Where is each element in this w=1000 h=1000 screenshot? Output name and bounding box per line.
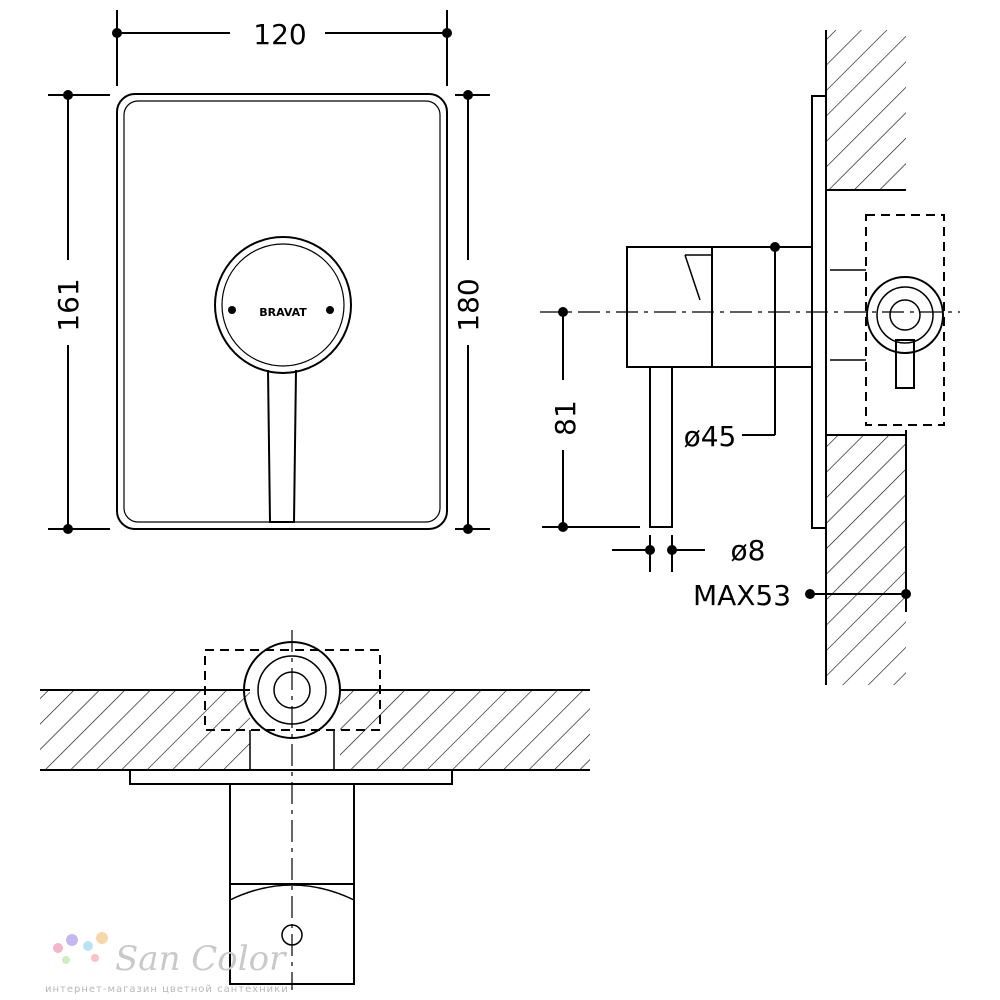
front-view [116,93,448,530]
brand-label: BRAVAT [259,306,307,319]
handle-disc-outer [214,236,352,374]
dimension-max-depth-label: MAX53 [693,579,791,612]
dimension-handle-offset-label: 81 [549,400,582,436]
watermark-tagline: интернет-магазин цветной сантехники [45,984,289,995]
top-valve-hidden [204,649,381,731]
valve-body-hidden [865,214,945,426]
dimension-total-height [455,90,490,534]
valve-connector-outer [866,276,944,354]
screw-right [326,306,334,314]
screw-left [228,306,236,314]
handle-disc-inner [221,243,345,367]
side-body [711,246,813,368]
side-handle [626,246,713,368]
dimension-plate-height-label: 161 [52,278,85,331]
dimension-plate-height [48,90,110,534]
watermark-logo: San Color [115,939,287,979]
top-plate [129,769,453,785]
dimension-body-diameter [742,242,780,436]
side-lever [649,366,673,528]
side-view [540,30,960,685]
dimension-body-diameter-label: ø45 [684,420,737,453]
watermark: San Color интернет-магазин цветной санте… [45,932,289,995]
dimension-lever-diameter-label: ø8 [731,534,766,567]
dimension-width [112,10,452,86]
dimension-width-label: 120 [253,18,306,51]
lever [267,369,297,523]
dimension-handle-offset [542,307,640,532]
dimension-lever-diameter [612,535,705,572]
cover-plate-outer [116,93,448,530]
dimension-total-height-label: 180 [452,278,485,331]
top-view [40,630,590,990]
wall-lower [826,435,906,685]
wall-upper [826,30,906,190]
dimension-max-depth [805,430,911,612]
